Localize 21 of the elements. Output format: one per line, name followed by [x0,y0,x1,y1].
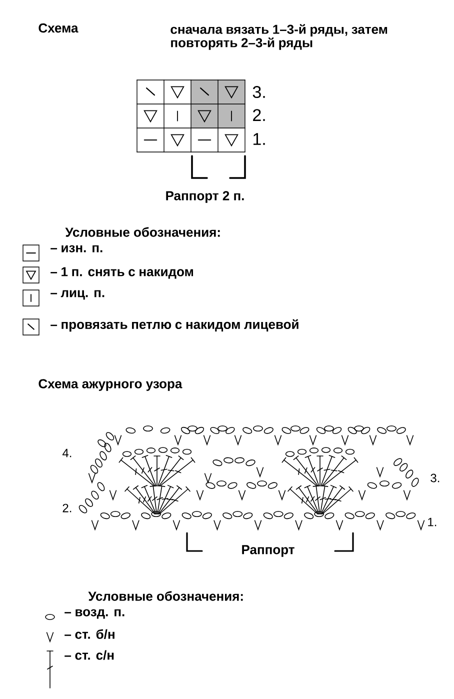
row-number: 2. [62,504,72,512]
title: Схема ажурного узора [38,379,182,391]
legend-heading: Условные обозначения: [65,227,220,237]
legend-text: – изн. п. [50,245,102,252]
title: Схема [38,23,78,33]
row-number: 2. [253,109,265,121]
legend-text: – лиц. п. [50,290,104,300]
legend-text: – возд. п. [64,609,124,619]
row-number: 1. [428,518,436,526]
legend-text: – ст. б/н [64,629,114,639]
legend-text: – провязать петлю с накидом лицевой [50,319,298,332]
legend-text: – 1 п. снять с накидом [50,267,193,279]
row-number: 3. [430,474,440,482]
repeat-label: Раппорт 2 п. [166,191,244,203]
legend-heading: Условные обозначения: [88,591,243,601]
instruction-text: сначала вязать 1–3-й ряды, затем повторять 2–3-й ряды [170,24,388,50]
row-number: 1. [254,133,265,145]
row-number: 3. [252,86,265,98]
legend-text: – ст. с/н [64,650,114,660]
row-number: 4. [62,448,72,458]
repeat-label: Раппорт [242,545,294,557]
